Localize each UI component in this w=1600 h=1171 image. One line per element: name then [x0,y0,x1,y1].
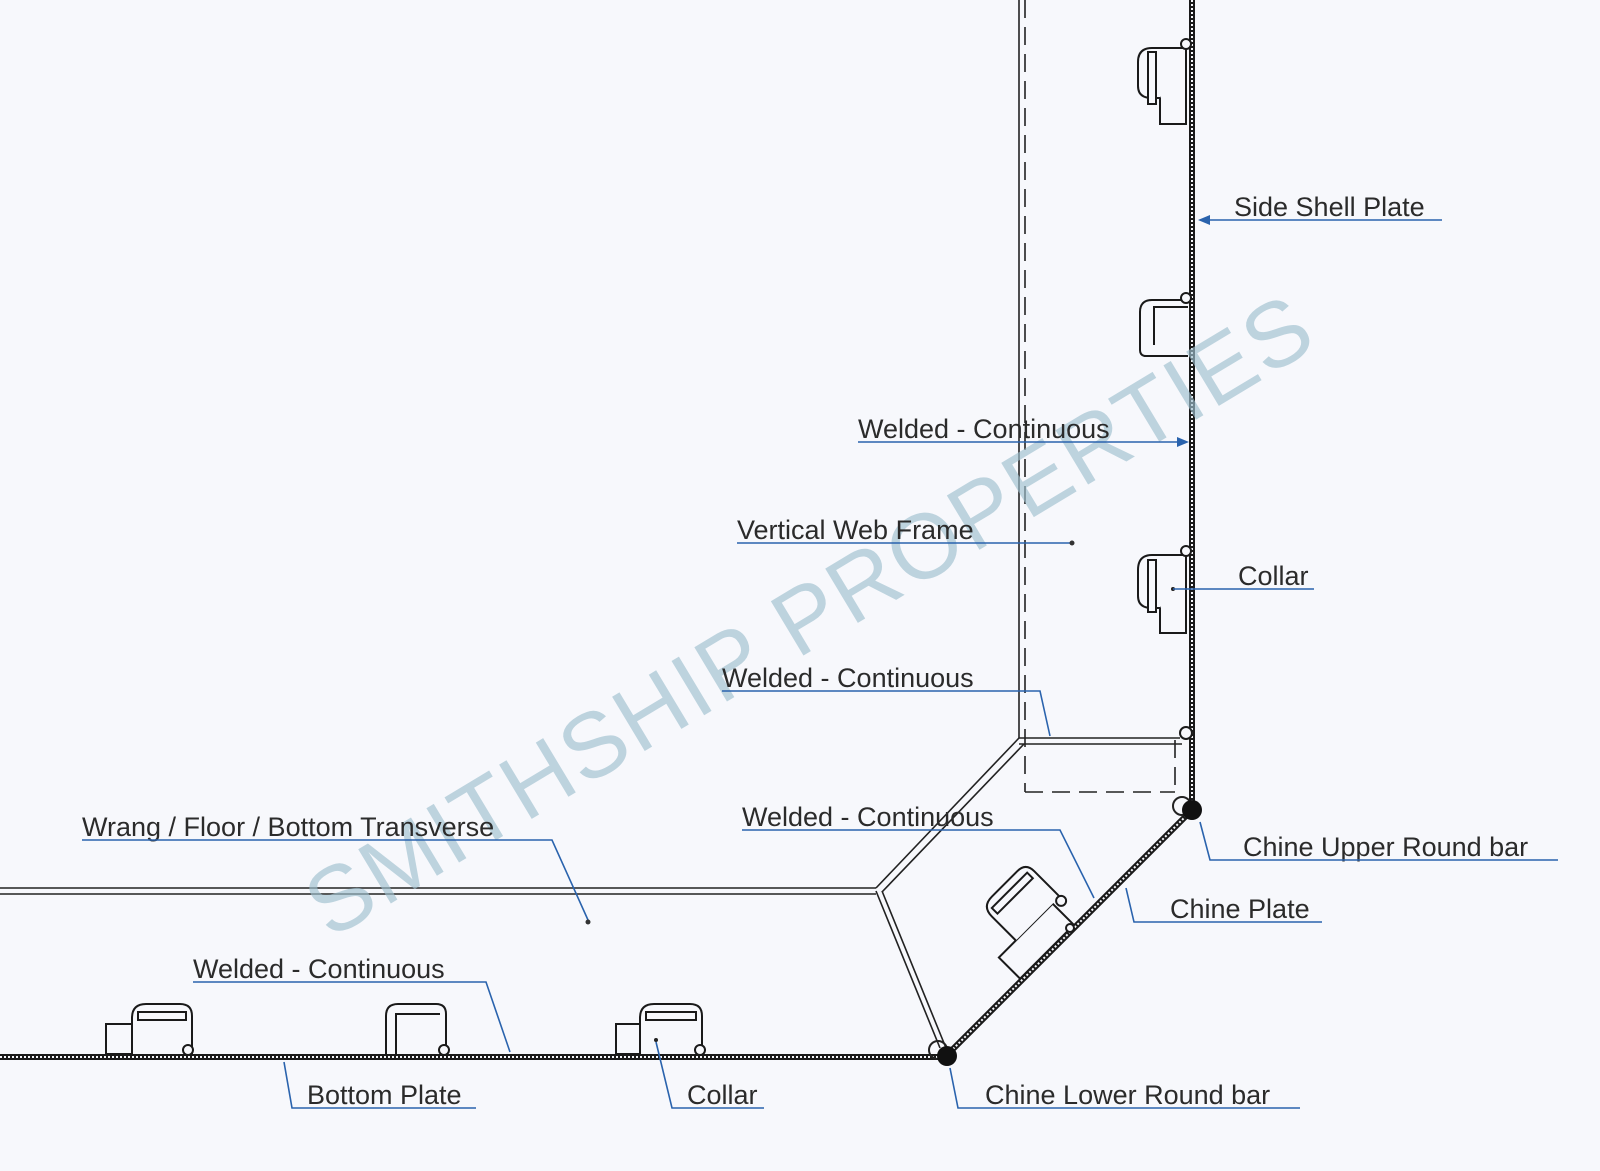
weld-fillets [1065,726,1193,933]
label-side-shell-plate: Side Shell Plate [1198,192,1442,225]
label-chine-lower-round-bar: Chine Lower Round bar [949,1067,1300,1110]
side-stiffener-2 [1139,292,1192,357]
svg-text:Chine Plate: Chine Plate [1170,894,1310,924]
svg-text:Bottom Plate: Bottom Plate [307,1080,462,1110]
label-welded-continuous-3: Welded - Continuous [742,802,1095,899]
svg-text:Side Shell Plate: Side Shell Plate [1234,192,1425,222]
svg-text:Wrang / Floor / Bottom Transve: Wrang / Floor / Bottom Transverse [82,812,494,842]
svg-text:Welded - Continuous: Welded - Continuous [722,663,974,693]
bottom-stiffener-2 [385,1003,450,1056]
chine-stiffener [985,865,1076,981]
svg-text:Collar: Collar [687,1080,758,1110]
svg-text:Vertical Web Frame: Vertical Web Frame [737,515,974,545]
svg-text:Chine Lower Round bar: Chine Lower Round bar [985,1080,1270,1110]
side-stiffener-1 [1137,38,1192,125]
label-collar-side: Collar [1173,561,1314,591]
label-chine-plate: Chine Plate [1125,887,1322,924]
label-collar-bottom: Collar [655,1041,764,1110]
svg-text:Chine Upper Round bar: Chine Upper Round bar [1243,832,1528,862]
chine-upper-round-bar [1172,796,1202,820]
chine-lower-round-bar [928,1040,957,1066]
label-vertical-web-frame: Vertical Web Frame [737,515,1075,546]
svg-text:Welded - Continuous: Welded - Continuous [193,954,445,984]
side-stiffener-3 [1137,545,1192,634]
label-chine-upper-round-bar: Chine Upper Round bar [1199,821,1558,862]
svg-text:Collar: Collar [1238,561,1309,591]
label-welded-continuous-4: Welded - Continuous [193,954,511,1053]
label-bottom-plate: Bottom Plate [283,1061,476,1110]
svg-text:Welded - Continuous: Welded - Continuous [742,802,994,832]
floor-outline [0,737,1025,1049]
svg-text:Welded - Continuous: Welded - Continuous [858,414,1110,444]
bottom-stiffener-1 [105,1003,194,1056]
label-welded-continuous-2: Welded - Continuous [722,663,1051,737]
label-welded-continuous-1: Welded - Continuous [858,414,1189,447]
vertical-web-frame [1018,0,1182,793]
bottom-stiffener-3 [615,1003,706,1056]
label-wrang-floor: Wrang / Floor / Bottom Transverse [82,812,591,925]
